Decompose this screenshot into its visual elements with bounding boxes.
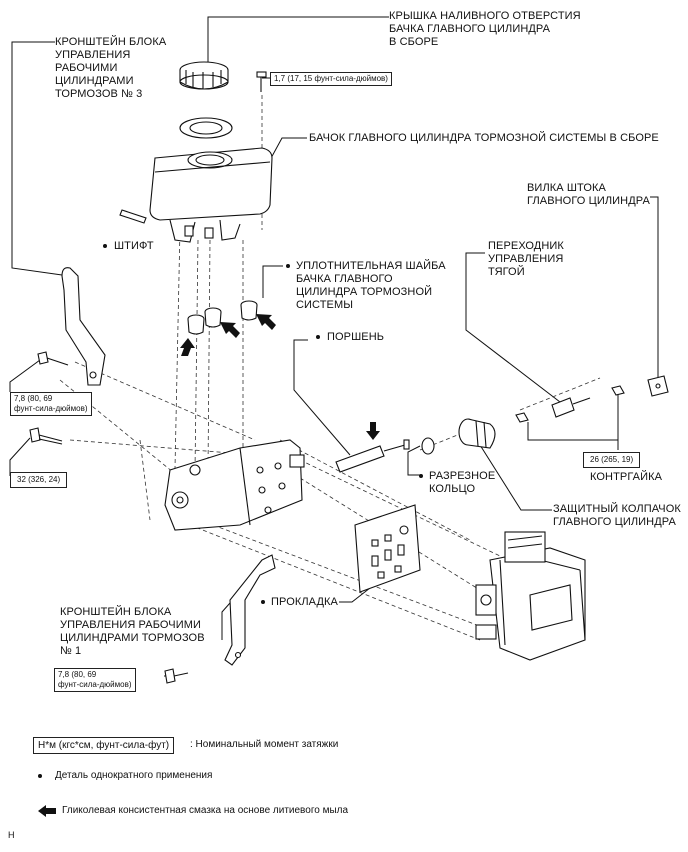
bolt-bracket1 xyxy=(164,668,189,684)
torque-32: 32 (326, 24) xyxy=(10,472,68,488)
legend-grease-text: Гликолевая консистентная смазка на основ… xyxy=(62,805,349,816)
leader-bracket3 xyxy=(11,41,63,276)
grease-arrow-3 xyxy=(256,314,276,330)
nonreuse-dot-gasket xyxy=(261,600,265,604)
pin xyxy=(119,209,147,224)
leader-gasket xyxy=(339,587,371,603)
reservoir-screw xyxy=(256,71,267,92)
bolt-bracket3 xyxy=(37,351,69,366)
leader-grommet xyxy=(262,265,283,298)
bracket-1 xyxy=(224,554,276,666)
grease-arrow-4 xyxy=(366,422,380,440)
adapter xyxy=(551,397,591,418)
leader-boot xyxy=(479,444,552,511)
nonreuse-dot-piston xyxy=(316,335,320,339)
grease-arrow-1 xyxy=(180,338,195,356)
label-bracket-3: КРОНШТЕЙН БЛОКА УПРАВЛЕНИЯ РАБОЧИМИ ЦИЛИ… xyxy=(55,36,167,100)
legend-torque-text: : Номинальный момент затяжки xyxy=(190,739,339,750)
torque-bracket-3: 7,8 (80, 69 фунт-сила-дюймов) xyxy=(10,392,92,416)
leader-reservoir xyxy=(269,137,307,161)
leader-adapter xyxy=(465,252,561,403)
nonreuse-dot-snapring xyxy=(419,474,423,478)
label-bracket-1: КРОНШТЕЙН БЛОКА УПРАВЛЕНИЯ РАБОЧИМИ ЦИЛИ… xyxy=(60,606,205,657)
label-reservoir: БАЧОК ГЛАВНОГО ЦИЛИНДРА ТОРМОЗНОЙ СИСТЕМ… xyxy=(309,132,659,144)
nonreuse-dot-grommet xyxy=(286,264,290,268)
boot xyxy=(458,418,496,449)
grease-arrow-2 xyxy=(220,322,240,338)
legend-nonreuse-dot xyxy=(38,774,42,778)
leader-locknut xyxy=(527,422,619,450)
nonreuse-dot-pin xyxy=(103,244,107,248)
label-fork: ВИЛКА ШТОКА ГЛАВНОГО ЦИЛИНДРА xyxy=(527,182,650,207)
piston xyxy=(335,439,410,473)
reservoir-cap xyxy=(179,61,229,90)
label-boot: ЗАЩИТНЫЙ КОЛПАЧОК ГЛАВНОГО ЦИЛИНДРА xyxy=(553,503,681,528)
fork xyxy=(647,375,669,397)
torque-cap-screw: 1,7 (17, 15 фунт-сила-дюймов) xyxy=(270,72,392,86)
figure-code: H xyxy=(8,830,15,840)
grommets xyxy=(187,300,258,335)
leader-fork xyxy=(650,196,659,378)
label-reservoir-cap: КРЫШКА НАЛИВНОГО ОТВЕРСТИЯ БАЧКА ГЛАВНОГ… xyxy=(389,10,581,48)
label-locknut: КОНТРГАЙКА xyxy=(590,471,663,483)
leader-piston xyxy=(293,339,351,456)
label-gasket: ПРОКЛАДКА xyxy=(271,596,338,608)
label-adapter: ПЕРЕХОДНИК УПРАВЛЕНИЯ ТЯГОЙ xyxy=(488,240,564,278)
torque-locknut: 26 (265, 19) xyxy=(583,452,641,468)
leader-bolt1 xyxy=(9,359,41,392)
label-pin: ШТИФТ xyxy=(114,240,154,252)
brake-actuator xyxy=(475,531,586,661)
torque-bracket-1: 7,8 (80, 69 фунт-сила-дюймов) xyxy=(54,668,136,692)
leader-cap xyxy=(207,16,389,62)
locknut xyxy=(515,385,625,423)
bolt-32 xyxy=(29,427,63,445)
legend-grease-arrow xyxy=(38,805,56,817)
label-grommet: УПЛОТНИТЕЛЬНАЯ ШАЙБА БАЧКА ГЛАВНОГО ЦИЛИ… xyxy=(296,260,446,311)
reservoir-body xyxy=(149,147,273,243)
bracket-3 xyxy=(61,267,106,386)
label-piston: ПОРШЕНЬ xyxy=(327,331,385,343)
gasket-plate xyxy=(354,504,421,593)
leader-snapring xyxy=(407,445,421,476)
cap-gasket xyxy=(179,117,233,139)
legend-torque-key: Н*м (кгс*см, фунт-сила-фут) xyxy=(33,737,175,754)
leader-bolt2 xyxy=(9,437,31,476)
label-snap-ring: РАЗРЕЗНОЕ КОЛЬЦО xyxy=(429,470,496,495)
legend-nonreuse-text: Деталь однократного применения xyxy=(55,770,213,781)
snap-ring xyxy=(421,437,435,455)
master-cylinder-body xyxy=(164,439,305,531)
